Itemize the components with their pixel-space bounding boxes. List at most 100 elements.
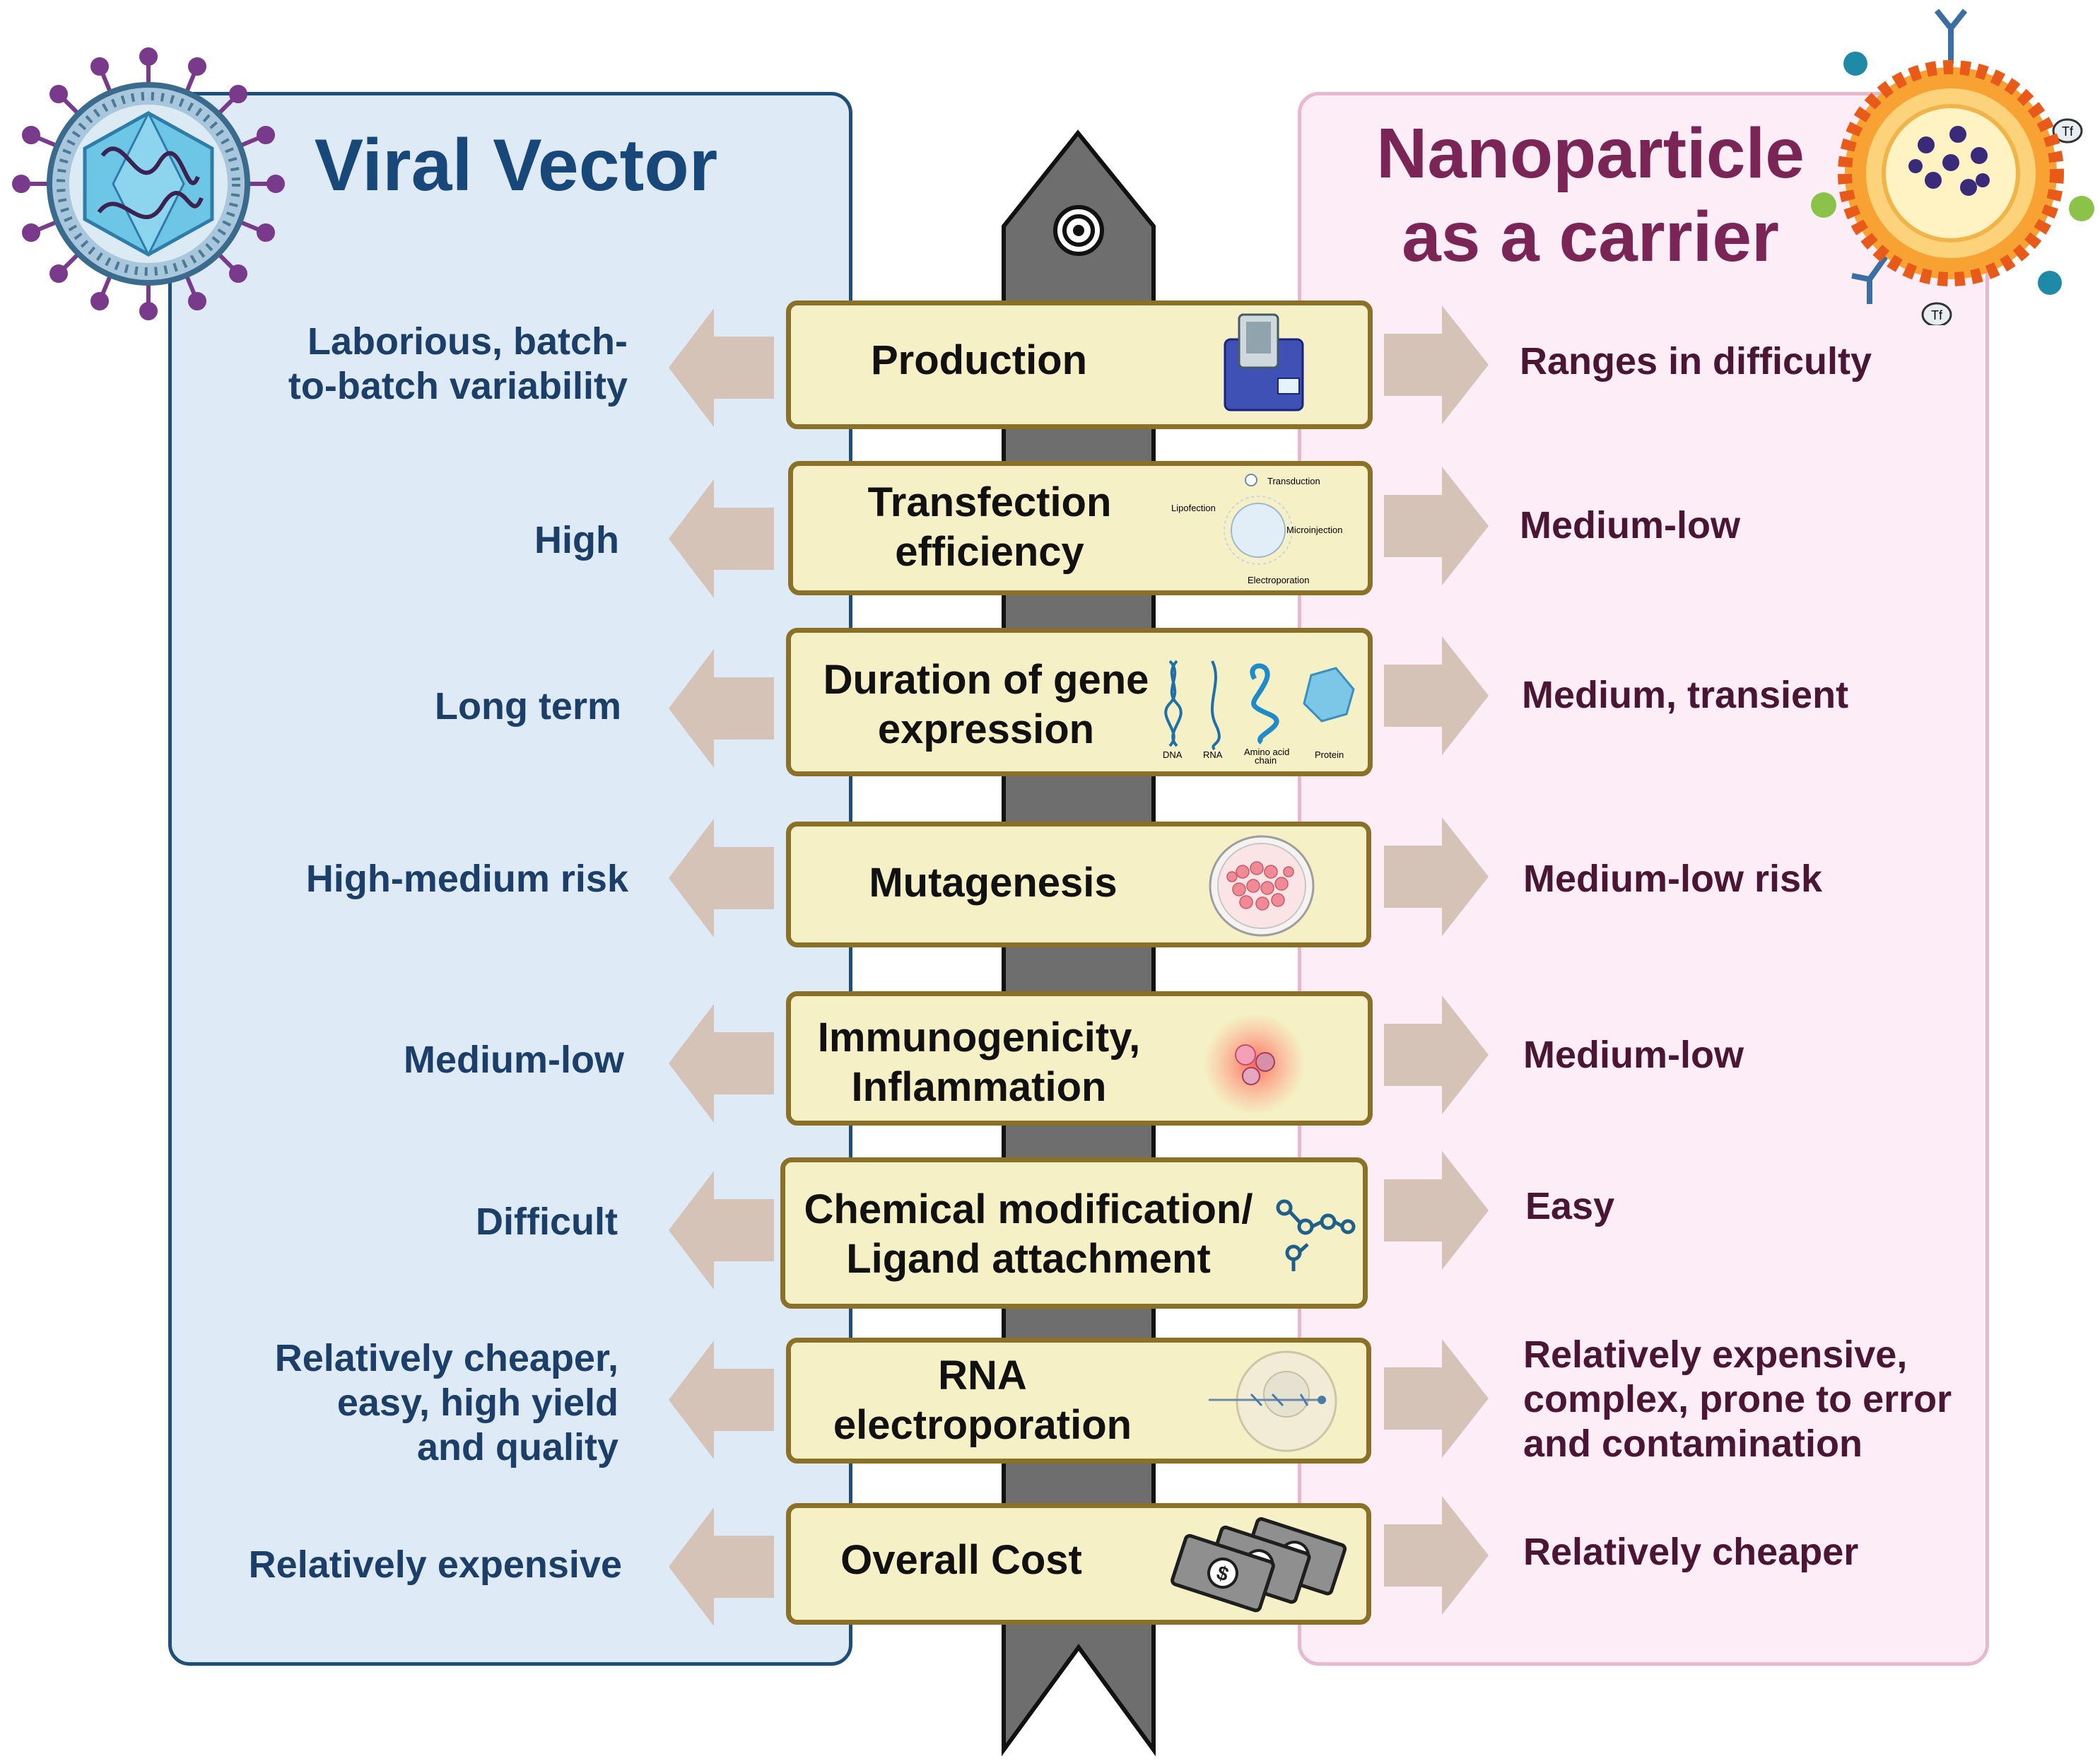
overall-cost-label: Overall Cost	[840, 1537, 1082, 1583]
text-line: Inflammation	[851, 1064, 1107, 1110]
icon-caption: chain	[1255, 755, 1277, 764]
text-line: Chemical modification/	[804, 1186, 1253, 1232]
nanoparticle-title-line1: Nanoparticle	[1376, 114, 1805, 193]
text-line: Duration of gene	[823, 657, 1149, 703]
left-arrow	[669, 1004, 774, 1123]
immunogenicity-nano-value: Medium-low	[1523, 1033, 1744, 1077]
text-line: Relatively expensive	[248, 1543, 622, 1586]
production-label: Production	[870, 337, 1088, 383]
icon-caption: Lipofection	[1171, 503, 1216, 513]
text-line: Easy	[1525, 1185, 1615, 1227]
right-arrow	[1384, 467, 1489, 585]
transfection-viral-value: High	[534, 518, 619, 563]
rna-electroporation-nano-value: Relatively expensive, complex, prone to …	[1523, 1333, 1952, 1466]
nanoparticle-icon: Tf Tf	[1811, 8, 2094, 325]
text-line: complex, prone to error	[1523, 1378, 1952, 1420]
nanoparticle-title-line2: as a carrier	[1402, 197, 1779, 276]
text-line: Relatively expensive,	[1523, 1333, 1908, 1376]
text-line: Difficult	[476, 1201, 618, 1243]
right-arrow	[1384, 995, 1489, 1114]
text-line: Laborious, batch-	[307, 320, 628, 363]
text-line: and contamination	[1523, 1423, 1863, 1465]
overall-cost-nano-value: Relatively cheaper	[1523, 1530, 1858, 1575]
left-arrow	[669, 649, 774, 768]
text-line: electroporation	[833, 1402, 1132, 1448]
production-nano-value: Ranges in difficulty	[1520, 339, 1872, 384]
mutagenesis-nano-value: Medium-low risk	[1523, 857, 1822, 901]
text-line: Medium, transient	[1522, 674, 1849, 716]
molecule-icon	[1276, 1199, 1356, 1271]
tf-label: Tf	[1931, 308, 1943, 322]
rna-electroporation-label: RNA electroporation	[813, 1351, 1152, 1450]
text-line: Immunogenicity,	[817, 1015, 1141, 1061]
right-arrow	[1384, 305, 1489, 424]
text-line: Medium-low risk	[1523, 858, 1823, 900]
right-arrow	[1384, 1151, 1489, 1270]
icon-caption: Microinjection	[1286, 525, 1342, 535]
icon-caption: Amino acid	[1244, 747, 1289, 757]
text-line: expression	[877, 706, 1095, 752]
money-bills-icon: $	[1171, 1517, 1347, 1613]
mutagenesis-viral-value: High-medium risk	[306, 857, 628, 901]
chemical-modification-viral-value: Difficult	[476, 1200, 618, 1244]
text-line: to-batch variability	[288, 365, 628, 407]
left-arrow	[669, 1340, 774, 1459]
mutagenesis-label: Mutagenesis	[869, 860, 1118, 906]
production-viral-value: Laborious, batch- to-batch variability	[288, 320, 628, 409]
text-line: Relatively cheaper	[1523, 1531, 1859, 1573]
chemical-modification-box	[780, 1157, 1368, 1309]
gene-expression-nano-value: Medium, transient	[1522, 673, 1848, 718]
text-line: Long term	[435, 685, 621, 728]
text-line: RNA	[938, 1353, 1027, 1398]
right-arrow	[1384, 1496, 1489, 1615]
gene-expression-box	[786, 628, 1373, 776]
right-arrow	[1384, 636, 1489, 755]
left-arrow	[669, 479, 774, 598]
transfection-nano-value: Medium-low	[1520, 503, 1740, 548]
left-arrow	[669, 1507, 774, 1626]
gene-expression-icon: DNA RNA Amino acid chain Protein	[1163, 660, 1355, 764]
target-icon	[1053, 205, 1104, 256]
text-line: High	[534, 519, 619, 561]
tf-label: Tf	[2062, 124, 2074, 139]
text-line: Medium-low	[1523, 1034, 1744, 1076]
icon-caption: RNA	[1203, 749, 1223, 760]
chemical-modification-nano-value: Easy	[1525, 1184, 1614, 1229]
icon-caption: DNA	[1163, 749, 1183, 760]
right-arrow	[1384, 1339, 1489, 1458]
text-line: Ranges in difficulty	[1520, 340, 1872, 382]
text-line: and quality	[416, 1426, 618, 1468]
gene-expression-viral-value: Long term	[435, 684, 621, 729]
text-line: Medium-low	[1520, 504, 1740, 547]
transfection-label: Transfection efficiency	[813, 478, 1166, 577]
electroporation-cell-icon	[1209, 1350, 1337, 1452]
text-line: efficiency	[895, 529, 1084, 575]
viral-vector-title: Viral Vector	[314, 124, 718, 206]
immunogenicity-label: Immunogenicity, Inflammation	[806, 1013, 1152, 1112]
icon-caption: Protein	[1315, 749, 1344, 760]
gene-expression-label: Duration of gene expression	[806, 655, 1166, 754]
left-arrow	[669, 308, 774, 427]
left-arrow	[669, 819, 774, 938]
petri-dish-icon	[1209, 835, 1315, 937]
text-line: easy, high yield	[336, 1382, 618, 1424]
rna-electroporation-viral-value: Relatively cheaper, easy, high yield and…	[275, 1336, 618, 1470]
production-machine-icon	[1224, 313, 1304, 411]
icon-caption: Transduction	[1267, 476, 1320, 486]
transfection-methods-icon: Transduction Lipofection Microinjection …	[1171, 474, 1342, 585]
text-line: High-medium risk	[305, 858, 628, 900]
left-arrow	[669, 1171, 774, 1290]
inflamed-cells-icon	[1204, 1013, 1306, 1115]
text-line: Medium-low	[404, 1039, 624, 1081]
icon-caption: Electroporation	[1248, 575, 1309, 585]
text-line: Transfection	[867, 479, 1112, 525]
chemical-modification-label: Chemical modification/ Ligand attachment	[795, 1185, 1262, 1284]
right-arrow	[1384, 817, 1489, 936]
immunogenicity-viral-value: Medium-low	[404, 1038, 624, 1082]
text-line: Relatively cheaper,	[274, 1337, 618, 1379]
overall-cost-viral-value: Relatively expensive	[249, 1543, 622, 1587]
virus-icon	[12, 47, 285, 320]
text-line: Ligand attachment	[846, 1236, 1211, 1282]
